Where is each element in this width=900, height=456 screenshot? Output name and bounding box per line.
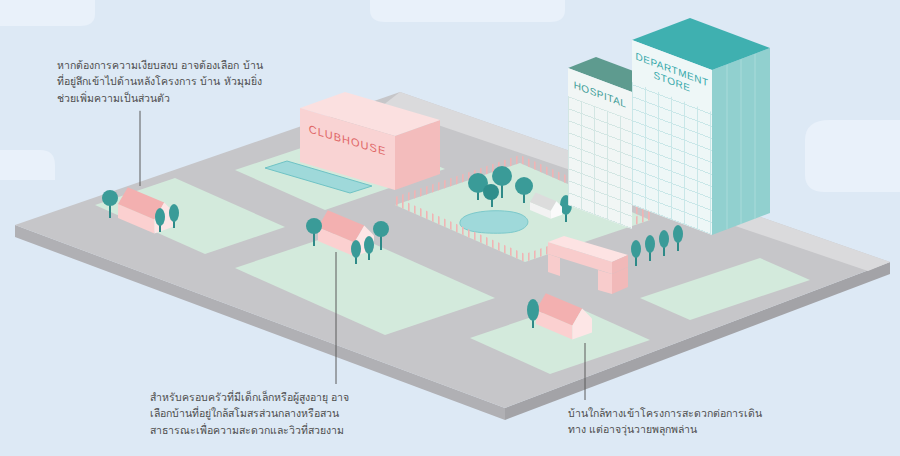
house (536, 293, 592, 339)
gate-pillar (598, 270, 612, 294)
tree (492, 166, 512, 186)
tree (364, 236, 374, 254)
window-grid (632, 82, 712, 235)
tree (631, 240, 641, 258)
cloud (370, 0, 565, 22)
tree (527, 299, 539, 321)
cloud (0, 0, 95, 26)
gate-trees (631, 225, 683, 266)
house (318, 210, 374, 256)
fence (525, 246, 548, 262)
towers (568, 18, 770, 235)
store-roof (632, 18, 770, 70)
building-face: CLUBHOUSE (300, 108, 395, 190)
tree (169, 204, 179, 222)
lot (640, 258, 810, 320)
facade-line (755, 54, 756, 219)
cloud (805, 120, 900, 192)
clubhouse-building (300, 92, 440, 190)
back-strip (382, 92, 890, 271)
entrance-gate (548, 236, 628, 294)
gable (551, 201, 562, 219)
cloud (0, 150, 55, 180)
store-side-lines (727, 54, 755, 229)
gate-beam (612, 255, 628, 274)
pool (265, 161, 372, 193)
facade-line (741, 59, 742, 224)
callout-note: บ้านใกล้ทางเข้าโครงการสะดวกต่อการเดินทาง… (566, 404, 781, 439)
park-features (395, 155, 650, 262)
building-name: CLUBHOUSE (303, 121, 392, 160)
fence (628, 212, 650, 227)
leader-line (336, 252, 337, 384)
building-name: HOSPITAL (571, 78, 629, 111)
fence (520, 155, 650, 220)
leader-line (585, 343, 586, 400)
tree (306, 218, 322, 234)
park (395, 163, 650, 262)
fence (395, 155, 520, 205)
house-trees (102, 190, 539, 328)
tree (483, 184, 499, 200)
gate-beam (548, 236, 628, 262)
pavilion (530, 192, 562, 218)
house (118, 187, 174, 233)
window-grid (568, 96, 632, 229)
tree (155, 208, 165, 226)
gable (572, 309, 592, 340)
lot (235, 231, 495, 335)
leader-lines (140, 111, 585, 400)
gate-pillar (548, 254, 560, 276)
callout-note: หากต้องการความเงียบสงบ อาจต้องเลือก บ้าน… (55, 56, 270, 107)
tree (373, 221, 389, 237)
fence (395, 197, 525, 262)
leader-line (140, 111, 141, 186)
store-side (712, 48, 770, 235)
lot (95, 178, 285, 254)
tree (673, 225, 683, 243)
tree (102, 190, 118, 206)
pond (460, 211, 528, 234)
callout-note: สำหรับครอบครัวที่มีเด็กเล็กหรือผู้สูงอาย… (148, 388, 366, 439)
green-lots (95, 130, 810, 374)
building-name: DEPARTMENT STORE (635, 50, 709, 101)
hospital-roof (568, 57, 660, 92)
tree (659, 230, 669, 248)
tree (351, 240, 361, 258)
tree (515, 177, 533, 195)
building-face: DEPARTMENT STORE (632, 40, 712, 235)
tree (645, 235, 655, 253)
building-roof (300, 92, 440, 136)
building-face: HOSPITAL (568, 68, 632, 229)
facade-line (727, 64, 728, 229)
